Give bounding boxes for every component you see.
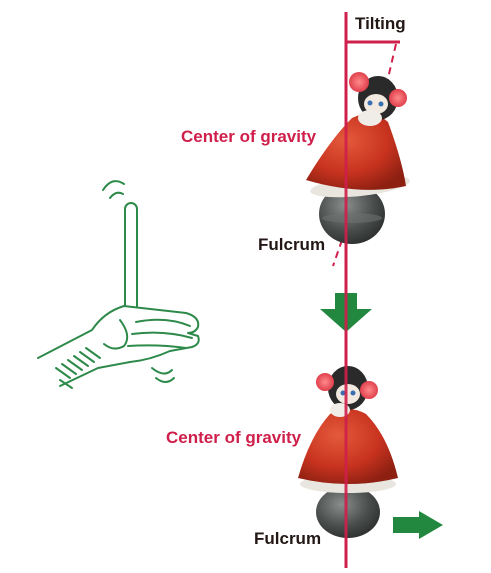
center-of-gravity-label-bottom: Center of gravity — [166, 428, 302, 447]
hand-balancing-stick-icon — [37, 180, 200, 389]
tilting-label: Tilting — [355, 14, 406, 33]
center-of-gravity-label-top: Center of gravity — [181, 127, 317, 146]
fulcrum-label-top: Fulcrum — [258, 235, 326, 254]
upright-robot-figure — [298, 366, 398, 538]
tilted-robot-figure — [306, 72, 410, 244]
fulcrum-label-bottom: Fulcrum — [254, 529, 322, 548]
arrow-right-icon — [393, 511, 443, 539]
